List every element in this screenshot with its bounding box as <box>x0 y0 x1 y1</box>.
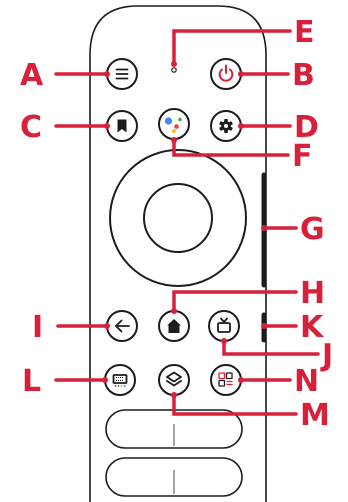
callout-label-k: K <box>300 310 325 345</box>
callout-label-m: M <box>300 398 330 433</box>
callout-label-b: B <box>292 58 315 93</box>
callout-label-n: N <box>294 364 319 399</box>
home-button <box>159 311 189 341</box>
back-button <box>107 311 137 341</box>
callout-label-l: L <box>22 364 41 399</box>
callout-label-c: C <box>20 110 42 145</box>
callout-label-g: G <box>300 212 325 247</box>
keyboard-button <box>105 365 135 395</box>
input-button <box>159 365 189 395</box>
assistant-button <box>159 109 189 139</box>
callout-label-e: E <box>294 15 315 50</box>
callout-label-i: I <box>32 310 43 345</box>
bookmark-button <box>107 111 137 141</box>
callout-label-f: F <box>292 139 313 174</box>
callout-label-h: H <box>300 276 325 311</box>
power-button <box>211 59 241 89</box>
callout-label-a: A <box>20 58 44 93</box>
tv-button <box>209 311 239 341</box>
apps-button <box>211 365 241 395</box>
dpad-center-button <box>144 184 212 252</box>
settings-button <box>211 111 241 141</box>
menu-button <box>107 59 137 89</box>
bottom-pill-key-2 <box>106 458 242 496</box>
